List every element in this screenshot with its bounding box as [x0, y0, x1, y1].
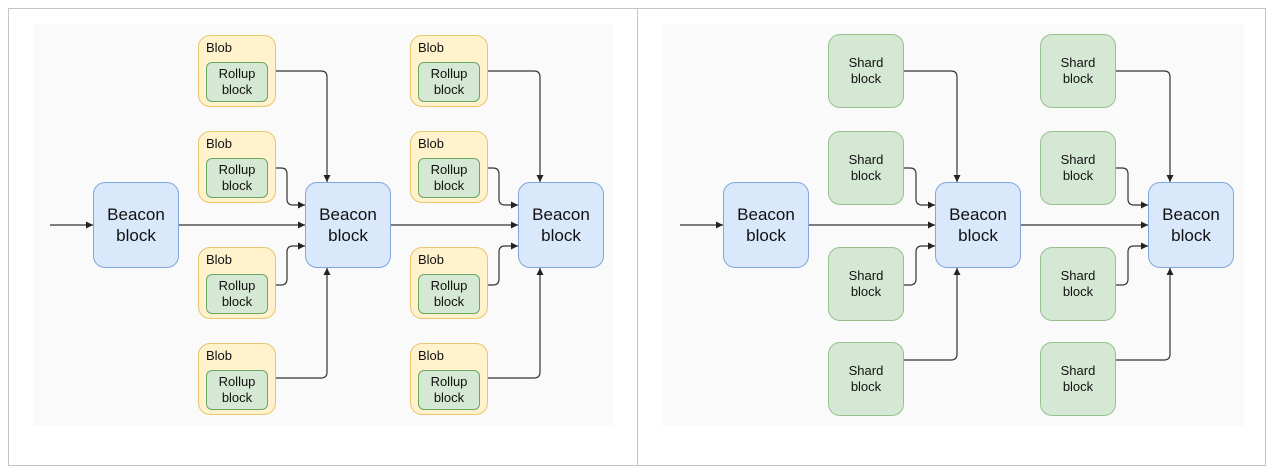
beacon-block-6: Beacon block: [1148, 182, 1234, 268]
beacon-block-3: Beacon block: [518, 182, 604, 268]
blob-6: Blob Rollup block: [410, 131, 488, 203]
beacon-block-label: Beacon block: [1162, 205, 1220, 245]
rollup-block: Rollup block: [418, 370, 480, 410]
blob-title: Blob: [206, 348, 233, 363]
beacon-block-label: Beacon block: [532, 205, 590, 245]
beacon-block-label: Beacon block: [107, 205, 165, 245]
beacon-block-5: Beacon block: [935, 182, 1021, 268]
arrow-blob4-to-beacon2: [276, 268, 331, 379]
blob-1: Blob Rollup block: [198, 35, 276, 107]
beacon-block-2: Beacon block: [305, 182, 391, 268]
shard-block-label: Shard block: [1060, 152, 1096, 183]
shard-block-label: Shard block: [848, 152, 884, 183]
shard-block-label: Shard block: [1060, 363, 1096, 394]
blob-2: Blob Rollup block: [198, 131, 276, 203]
arrow-blob2-to-beacon2: [276, 167, 305, 209]
blob-3: Blob Rollup block: [198, 247, 276, 319]
arrow-shard5-to-beacon6: [1116, 70, 1174, 182]
shard-block-label: Shard block: [848, 363, 884, 394]
rollup-block: Rollup block: [206, 370, 268, 410]
arrow-shard4-to-beacon5: [904, 268, 961, 361]
arrow-blob8-to-beacon3: [488, 268, 544, 379]
rollup-block-label: Rollup block: [218, 374, 256, 405]
beacon-block-label: Beacon block: [949, 205, 1007, 245]
rollup-block-label: Rollup block: [218, 162, 256, 193]
arrow-shard7-to-beacon6: [1116, 242, 1148, 286]
arrow-shard1-to-beacon5: [904, 70, 961, 182]
blob-4: Blob Rollup block: [198, 343, 276, 415]
shard-block-label: Shard block: [1060, 268, 1096, 299]
beacon-block-label: Beacon block: [737, 205, 795, 245]
shard-block-label: Shard block: [848, 55, 884, 86]
rollup-block-label: Rollup block: [430, 162, 468, 193]
rollup-block-label: Rollup block: [218, 278, 256, 309]
arrow-shard6-to-beacon6: [1116, 167, 1148, 209]
rollup-block: Rollup block: [418, 158, 480, 198]
arrow-blob6-to-beacon3: [488, 167, 518, 209]
blob-title: Blob: [206, 136, 233, 151]
blob-5: Blob Rollup block: [410, 35, 488, 107]
shard-block-label: Shard block: [1060, 55, 1096, 86]
shard-block-7: Shard block: [1040, 247, 1116, 321]
rollup-block: Rollup block: [206, 62, 268, 102]
blob-title: Blob: [418, 252, 445, 267]
shard-block-label: Shard block: [848, 268, 884, 299]
arrow-shard3-to-beacon5: [904, 242, 935, 286]
shard-block-3: Shard block: [828, 247, 904, 321]
rollup-block-label: Rollup block: [430, 374, 468, 405]
shard-block-2: Shard block: [828, 131, 904, 205]
beacon-block-label: Beacon block: [319, 205, 377, 245]
blob-8: Blob Rollup block: [410, 343, 488, 415]
beacon-block-1: Beacon block: [93, 182, 179, 268]
arrow-blob5-to-beacon3: [488, 70, 544, 182]
panel-divider: [637, 9, 638, 465]
blob-7: Blob Rollup block: [410, 247, 488, 319]
shard-block-8: Shard block: [1040, 342, 1116, 416]
arrow-blob7-to-beacon3: [488, 242, 518, 286]
shard-block-4: Shard block: [828, 342, 904, 416]
arrow-blob3-to-beacon2: [276, 242, 305, 286]
rollup-block: Rollup block: [418, 274, 480, 314]
blob-title: Blob: [418, 40, 445, 55]
rollup-block-label: Rollup block: [218, 66, 256, 97]
rollup-block-label: Rollup block: [430, 66, 468, 97]
arrow-blob1-to-beacon2: [276, 70, 331, 182]
shard-block-1: Shard block: [828, 34, 904, 108]
shard-block-5: Shard block: [1040, 34, 1116, 108]
rollup-block: Rollup block: [206, 158, 268, 198]
arrow-shard2-to-beacon5: [904, 167, 935, 209]
rollup-block: Rollup block: [206, 274, 268, 314]
blob-title: Blob: [418, 136, 445, 151]
rollup-block: Rollup block: [418, 62, 480, 102]
arrow-shard8-to-beacon6: [1116, 268, 1174, 361]
beacon-block-4: Beacon block: [723, 182, 809, 268]
shard-block-6: Shard block: [1040, 131, 1116, 205]
blob-title: Blob: [418, 348, 445, 363]
blob-title: Blob: [206, 40, 233, 55]
rollup-block-label: Rollup block: [430, 278, 468, 309]
blob-title: Blob: [206, 252, 233, 267]
